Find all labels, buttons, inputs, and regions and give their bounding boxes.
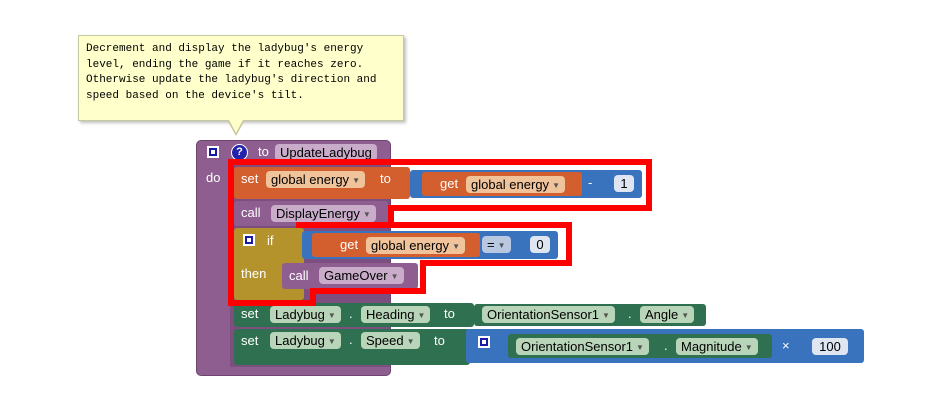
chevron-down-icon: ▼	[406, 337, 415, 347]
component-dropdown[interactable]: Ladybug▼	[270, 332, 341, 349]
number-input[interactable]: 0	[530, 236, 550, 253]
variable-dropdown[interactable]: global energy▼	[466, 176, 565, 193]
to-label: to	[444, 306, 455, 321]
variable-dropdown[interactable]: global energy▼	[366, 237, 465, 254]
comment-line: Otherwise update the ladybug's direction…	[86, 74, 377, 86]
mutator-gear-icon[interactable]	[207, 146, 219, 158]
chevron-down-icon: ▼	[327, 337, 336, 347]
chevron-down-icon: ▼	[681, 311, 690, 321]
math-subtract-block[interactable]: get global energy▼ - 1	[410, 170, 642, 198]
procedure-to-label: to	[258, 144, 269, 159]
set-energy-block[interactable]: set global energy▼ to	[234, 167, 410, 199]
property-dropdown[interactable]: Speed▼	[361, 332, 420, 349]
dot-separator: .	[628, 306, 632, 321]
set-label: set	[241, 171, 259, 186]
dot-separator: .	[664, 338, 668, 353]
set-heading-block[interactable]: set Ladybug▼ . Heading▼ to	[234, 303, 474, 327]
if-label: if	[267, 233, 274, 248]
chevron-down-icon: ▼	[602, 311, 610, 321]
highlight-edge	[646, 159, 652, 211]
chevron-down-icon: ▼	[497, 241, 506, 251]
chevron-down-icon: ▼	[744, 343, 753, 353]
property-name: Angle	[645, 307, 679, 322]
property-name: Heading	[366, 307, 415, 322]
component-dropdown[interactable]: OrientationSensor1▼	[516, 338, 649, 355]
comment-pointer-fill	[229, 120, 243, 133]
chevron-down-icon: ▼	[390, 272, 399, 282]
highlight-edge	[566, 222, 572, 266]
property-dropdown[interactable]: Magnitude▼	[676, 338, 758, 355]
component-name: OrientationSensor1	[487, 307, 600, 322]
call-label: call	[289, 268, 309, 283]
call-gameover-block[interactable]: call GameOver▼	[282, 263, 418, 289]
comparator-value: =	[487, 237, 495, 252]
help-icon[interactable]: ?	[231, 144, 248, 161]
component-name: OrientationSensor1	[521, 339, 634, 354]
mutator-gear-icon[interactable]	[478, 336, 490, 348]
procedure-do-label: do	[206, 170, 221, 185]
comparator-dropdown[interactable]: =▼	[482, 236, 511, 253]
chevron-down-icon: ▼	[552, 181, 560, 191]
variable-name: global energy	[271, 172, 350, 187]
number-input[interactable]: 100	[812, 338, 848, 355]
get-label: get	[440, 176, 459, 191]
chevron-down-icon: ▼	[362, 210, 371, 220]
number-input[interactable]: 1	[614, 175, 634, 192]
then-label: then	[241, 266, 267, 281]
call-label: call	[241, 205, 261, 220]
procedure-dropdown[interactable]: GameOver▼	[319, 267, 404, 284]
to-label: to	[380, 171, 391, 186]
chevron-down-icon: ▼	[452, 242, 460, 252]
get-energy-block[interactable]: get global energy▼	[422, 172, 582, 196]
math-multiply-block[interactable]: OrientationSensor1▼ . Magnitude▼ × 100	[466, 329, 864, 363]
procedure-dropdown[interactable]: DisplayEnergy▼	[271, 205, 376, 222]
property-dropdown[interactable]: Heading▼	[361, 306, 431, 323]
chevron-down-icon: ▼	[352, 176, 360, 186]
comment-line: Decrement and display the ladybug's ener…	[86, 43, 364, 55]
component-dropdown[interactable]: OrientationSensor1▼	[482, 306, 615, 323]
dot-separator: .	[349, 332, 353, 347]
variable-name: global energy	[471, 177, 550, 192]
highlight-edge	[420, 260, 426, 294]
variable-dropdown[interactable]: global energy▼	[266, 171, 365, 188]
property-name: Speed	[366, 333, 404, 348]
comment-line: level, ending the game if it reaches zer…	[86, 58, 364, 71]
variable-name: global energy	[371, 238, 450, 253]
set-label: set	[241, 333, 259, 348]
procedure-name-field[interactable]: UpdateLadybug	[275, 144, 377, 161]
set-speed-block[interactable]: set Ladybug▼ . Speed▼ to	[234, 329, 470, 365]
block-comment[interactable]: Decrement and display the ladybug's ener…	[78, 35, 404, 121]
sensor-magnitude-block[interactable]: OrientationSensor1▼ . Magnitude▼	[508, 334, 772, 358]
mutator-gear-icon[interactable]	[243, 234, 255, 246]
highlight-edge	[420, 260, 572, 266]
highlight-edge	[388, 205, 652, 211]
chevron-down-icon: ▼	[327, 311, 336, 321]
component-dropdown[interactable]: Ladybug▼	[270, 306, 341, 323]
get-energy-block[interactable]: get global energy▼	[312, 233, 480, 257]
chevron-down-icon: ▼	[417, 311, 426, 321]
property-name: Magnitude	[681, 339, 742, 354]
component-name: Ladybug	[275, 307, 325, 322]
procedure-name: GameOver	[324, 268, 388, 283]
compare-block[interactable]: get global energy▼ =▼ 0	[302, 231, 558, 259]
math-operator: -	[588, 175, 593, 190]
get-label: get	[340, 237, 359, 252]
component-name: Ladybug	[275, 333, 325, 348]
procedure-name: DisplayEnergy	[276, 206, 360, 221]
call-displayenergy-block[interactable]: call DisplayEnergy▼	[234, 201, 388, 226]
dot-separator: .	[349, 306, 353, 321]
set-label: set	[241, 306, 259, 321]
math-operator: ×	[782, 338, 790, 353]
property-dropdown[interactable]: Angle▼	[640, 306, 695, 323]
comment-line: speed based on the device's tilt.	[86, 89, 304, 102]
sensor-angle-block[interactable]: OrientationSensor1▼ . Angle▼	[474, 304, 706, 326]
chevron-down-icon: ▼	[636, 343, 644, 353]
to-label: to	[434, 333, 445, 348]
